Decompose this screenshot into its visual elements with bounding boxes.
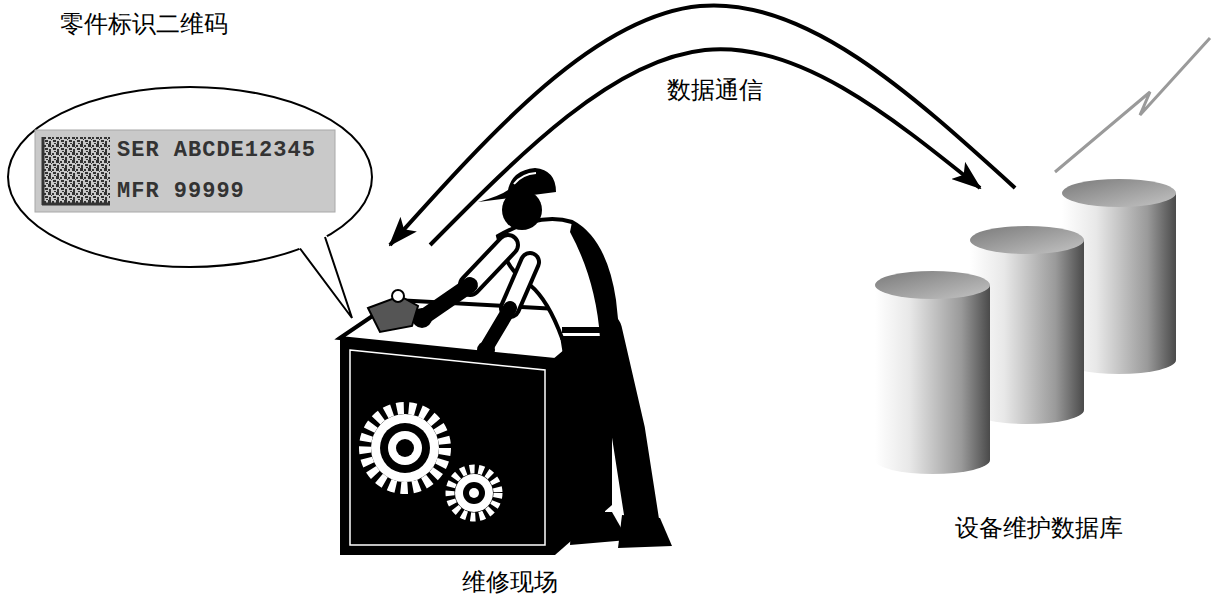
gear-hub bbox=[469, 488, 479, 498]
worker-belt bbox=[562, 327, 618, 333]
cylinder-top bbox=[1062, 179, 1176, 207]
serial-number: SER ABCDE12345 bbox=[117, 138, 316, 163]
worker-sleeve bbox=[510, 262, 530, 308]
callout-title: 零件标识二维码 bbox=[60, 10, 228, 39]
worker-sleeve bbox=[470, 245, 508, 285]
worker-shade bbox=[570, 222, 618, 338]
part-label: SER ABCDE12345MFR 99999 bbox=[35, 130, 335, 212]
edge-label-anchor: 数据通信 bbox=[663, 76, 767, 105]
gear-hub bbox=[396, 439, 414, 457]
signal-bolt bbox=[1055, 38, 1210, 172]
data-link-arrow bbox=[390, 5, 1015, 245]
database-cylinders bbox=[875, 38, 1210, 474]
cylinder-top bbox=[970, 226, 1084, 254]
gear-ring bbox=[380, 423, 430, 473]
gear-teeth bbox=[365, 408, 445, 488]
box-front bbox=[340, 338, 555, 555]
bubble-tail bbox=[300, 237, 352, 318]
qr-finder bbox=[42, 137, 45, 205]
database-label: 设备维护数据库 bbox=[955, 514, 1123, 543]
scanner-lens bbox=[392, 290, 404, 302]
cap-highlight bbox=[514, 173, 536, 184]
label-plate bbox=[35, 130, 335, 212]
gear bbox=[371, 414, 439, 482]
repair-site: 维修现场 bbox=[340, 245, 680, 597]
box-edge bbox=[350, 350, 545, 545]
worker-sleeve bbox=[510, 262, 530, 308]
worker-arm bbox=[425, 285, 470, 316]
speech-bubble bbox=[8, 87, 372, 318]
worker-arm bbox=[488, 308, 510, 345]
worker-boot bbox=[618, 515, 672, 548]
callout-bubble: 零件标识二维码 SER ABCDE12345MFR 99999 bbox=[5, 10, 375, 275]
gear-ring bbox=[463, 482, 485, 504]
bubble-tail-fill bbox=[298, 228, 352, 318]
worker-hand bbox=[477, 341, 495, 359]
maintenance-database: 设备维护数据库 bbox=[870, 188, 1180, 543]
cylinder-top bbox=[875, 271, 990, 299]
manufacturer-code: MFR 99999 bbox=[117, 179, 245, 204]
gear-ring bbox=[388, 431, 422, 465]
site-label: 维修现场 bbox=[462, 568, 558, 597]
worker-sleeve bbox=[470, 245, 508, 285]
cylinder bbox=[875, 285, 990, 474]
data-link-arrow bbox=[430, 49, 980, 245]
scanner bbox=[368, 296, 418, 332]
qr-finder bbox=[42, 203, 110, 206]
worker bbox=[368, 168, 672, 548]
gear-teeth bbox=[450, 469, 498, 517]
worker-leg bbox=[575, 335, 590, 520]
gear bbox=[455, 474, 493, 512]
qr-code bbox=[42, 137, 110, 205]
worker-leg bbox=[605, 330, 642, 520]
edge-label: 数据通信 bbox=[663, 76, 767, 105]
